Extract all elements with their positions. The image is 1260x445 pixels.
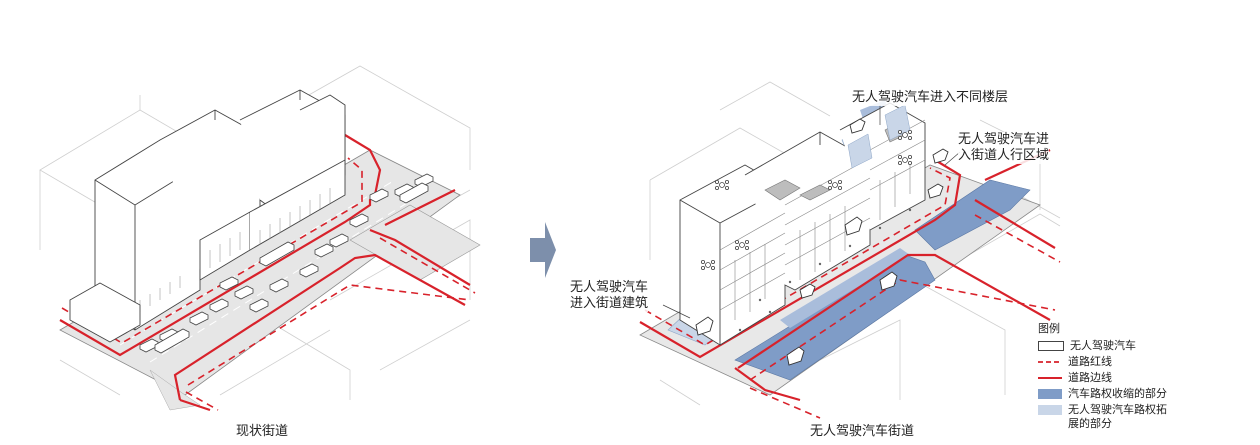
caption-existing-street: 现状街道 [236, 420, 288, 439]
annotation-floors: 无人驾驶汽车进入不同楼层 [852, 90, 1008, 106]
legend-item-vehicle: 无人驾驶汽车 [1038, 339, 1167, 353]
annotation-pedestrian-line2: 入街道人行区域 [958, 148, 1049, 164]
caption-autonomous-street: 无人驾驶汽车街道 [810, 420, 914, 439]
annotation-pedestrian-line1: 无人驾驶汽车进 [958, 132, 1049, 148]
legend-item-edge-line: 道路边线 [1038, 371, 1167, 385]
legend-label: 道路红线 [1068, 355, 1112, 369]
legend-swatch-red-solid [1038, 373, 1062, 383]
legend-swatch-vehicle [1038, 341, 1064, 351]
legend-label: 无人驾驶汽车 [1070, 339, 1136, 353]
legend-item-red-line: 道路红线 [1038, 355, 1167, 369]
legend-swatch-light-blue [1038, 405, 1062, 415]
legend-label: 道路边线 [1068, 371, 1112, 385]
annotation-building-line2: 进入街道建筑 [570, 296, 648, 312]
legend: 图例 无人驾驶汽车 道路红线 道路边线 汽车路权收缩的部分 无人驾驶汽车路权拓 … [1038, 320, 1167, 433]
legend-item-reduced: 汽车路权收缩的部分 [1038, 387, 1167, 401]
legend-swatch-red-dashed [1038, 357, 1062, 367]
legend-item-extended: 无人驾驶汽车路权拓 展的部分 [1038, 403, 1167, 431]
legend-label-multiline: 无人驾驶汽车路权拓 展的部分 [1068, 403, 1167, 431]
legend-swatch-dark-blue [1038, 389, 1062, 399]
legend-label-line1: 无人驾驶汽车路权拓 [1068, 403, 1167, 417]
legend-label: 汽车路权收缩的部分 [1068, 387, 1167, 401]
legend-title: 图例 [1038, 320, 1167, 336]
existing-street-diagram [40, 66, 480, 410]
annotation-pedestrian-area: 无人驾驶汽车进 入街道人行区域 [958, 132, 1049, 164]
arrow-right-icon [530, 222, 556, 278]
annotation-building-line1: 无人驾驶汽车 [570, 280, 648, 296]
annotation-building-access: 无人驾驶汽车 进入街道建筑 [570, 280, 648, 312]
legend-label-line2: 展的部分 [1068, 417, 1167, 431]
